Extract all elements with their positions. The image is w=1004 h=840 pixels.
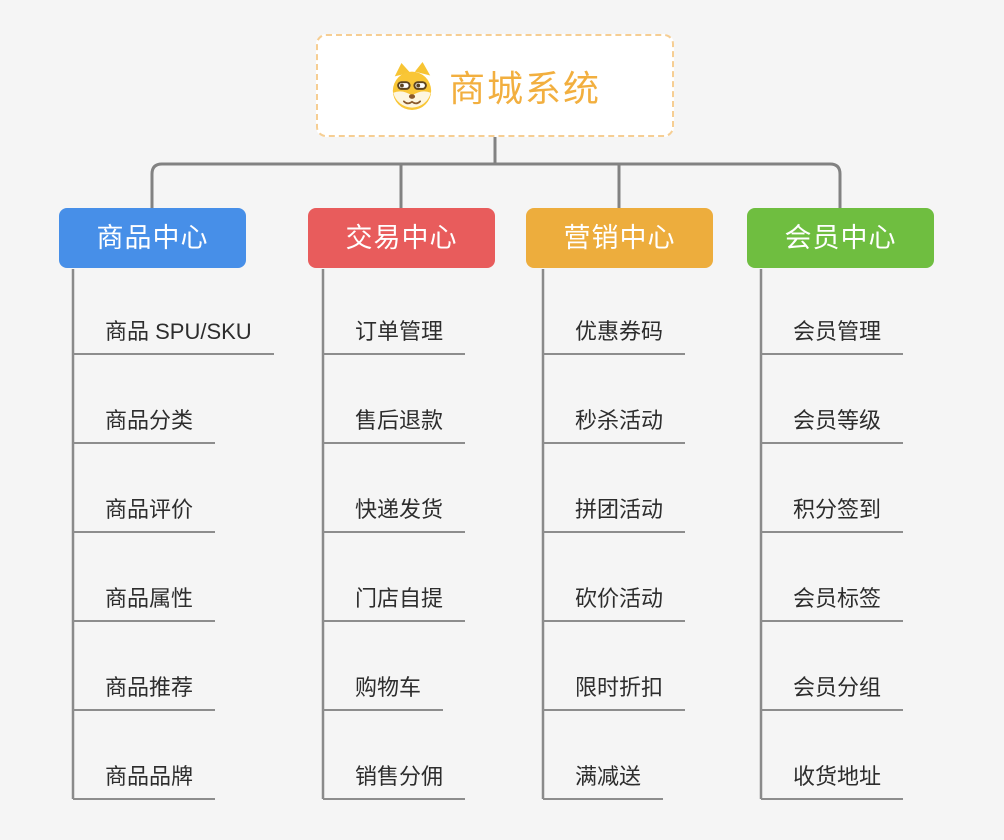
topic-item[interactable]: 商品属性 (73, 582, 216, 622)
topic-item[interactable]: 商品分类 (73, 404, 216, 444)
topic-item[interactable]: 收货地址 (761, 760, 904, 800)
topic-item[interactable]: 会员分组 (761, 671, 904, 711)
topic-item[interactable]: 会员标签 (761, 582, 904, 622)
topic-item[interactable]: 砍价活动 (543, 582, 686, 622)
topic-item[interactable]: 秒杀活动 (543, 404, 686, 444)
topic-item[interactable]: 购物车 (323, 671, 444, 711)
level1-rail-line (150, 162, 842, 208)
topic-item[interactable]: 拼团活动 (543, 493, 686, 533)
topic-item[interactable]: 限时折扣 (543, 671, 686, 711)
topic-item[interactable]: 商品推荐 (73, 671, 216, 711)
topic-item[interactable]: 优惠券码 (543, 315, 686, 355)
topic-item[interactable]: 商品 SPU/SKU (73, 315, 274, 355)
branch-trade-center[interactable]: 交易中心 (308, 208, 495, 268)
topic-item[interactable]: 会员等级 (761, 404, 904, 444)
root-topic[interactable]: 商城系统 (316, 34, 674, 137)
branch-product-center[interactable]: 商品中心 (59, 208, 246, 268)
topic-item[interactable]: 满减送 (543, 760, 664, 800)
topic-item[interactable]: 商品品牌 (73, 760, 216, 800)
topic-item[interactable]: 会员管理 (761, 315, 904, 355)
root-topic-label: 商城系统 (448, 67, 601, 109)
topic-item[interactable]: 快递发货 (323, 493, 466, 533)
topic-item[interactable]: 订单管理 (323, 315, 466, 355)
doge-icon (392, 61, 432, 110)
branch-member-center[interactable]: 会员中心 (747, 208, 934, 268)
topic-item[interactable]: 积分签到 (761, 493, 904, 533)
topic-item[interactable]: 售后退款 (323, 404, 466, 444)
branch-marketing-center[interactable]: 营销中心 (526, 208, 713, 268)
topic-item[interactable]: 商品评价 (73, 493, 216, 533)
topic-item[interactable]: 门店自提 (323, 582, 466, 622)
topic-item[interactable]: 销售分佣 (323, 760, 466, 800)
